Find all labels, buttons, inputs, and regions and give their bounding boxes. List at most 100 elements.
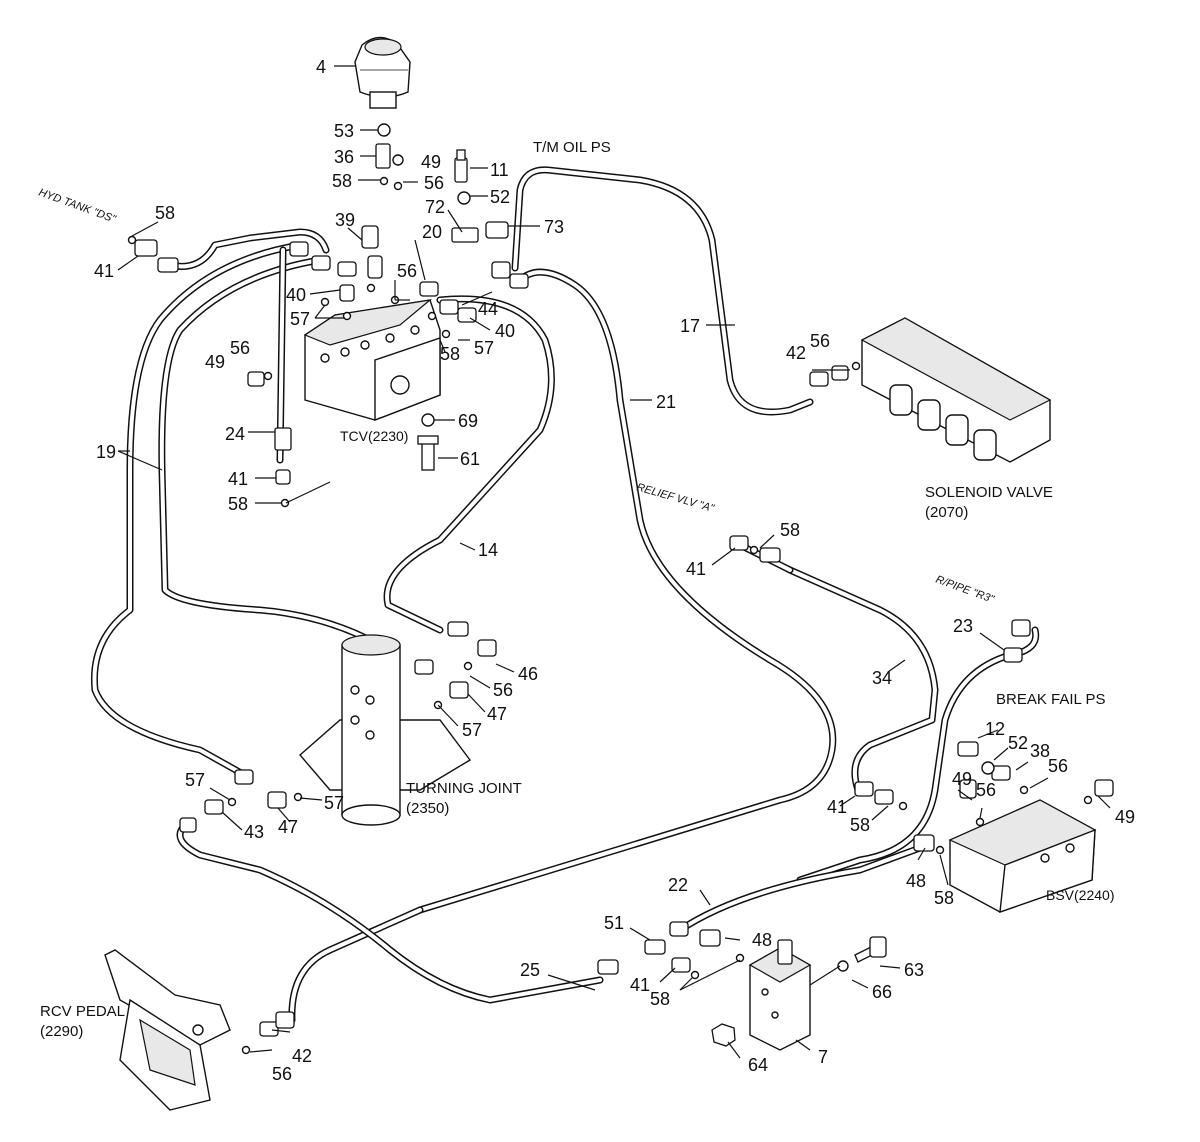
callout-19: 19 <box>96 442 116 462</box>
solenoid-valve-code: (2070) <box>925 504 968 521</box>
r-pipe-label: R/PIPE "R3" <box>934 574 996 607</box>
callout-39: 39 <box>335 210 355 230</box>
callout-43: 43 <box>244 822 264 842</box>
bsv-block <box>948 799 1097 914</box>
fittings <box>127 123 1114 1055</box>
fitting-36 <box>375 143 391 169</box>
callout-53: 53 <box>334 121 354 141</box>
callout-58: 58 <box>332 171 352 191</box>
fitting-11 <box>454 149 468 183</box>
callout-12: 12 <box>985 719 1005 739</box>
callout-34: 34 <box>872 668 892 688</box>
callout-23: 23 <box>953 616 973 636</box>
component-labels: T/M OIL PS TCV(2230) SOLENOID VALVE (207… <box>40 139 1114 1040</box>
callout-56: 56 <box>230 338 250 358</box>
hose-23 <box>796 626 1040 884</box>
callout-48: 48 <box>752 930 772 950</box>
nut-64 <box>711 1023 736 1047</box>
callout-14: 14 <box>478 540 498 560</box>
callout-41: 41 <box>686 559 706 579</box>
callout-56: 56 <box>1048 756 1068 776</box>
callout-52: 52 <box>1008 733 1028 753</box>
callout-56: 56 <box>810 331 830 351</box>
hoses <box>90 166 1040 1024</box>
callout-57: 57 <box>290 309 310 329</box>
callout-44: 44 <box>478 299 498 319</box>
callout-57: 57 <box>462 720 482 740</box>
callout-64: 64 <box>748 1055 768 1075</box>
callout-25: 25 <box>520 960 540 980</box>
callout-73: 73 <box>544 217 564 237</box>
hose-25 <box>288 906 424 1024</box>
solenoid-valve-block <box>860 317 1052 463</box>
hose-19-inner <box>158 256 374 644</box>
callout-58: 58 <box>155 203 175 223</box>
callout-4: 4 <box>316 57 326 77</box>
callout-57: 57 <box>474 338 494 358</box>
fitting-72 <box>451 227 479 243</box>
callout-numbers: 4 53 36 49 58 56 11 52 72 73 58 41 39 20… <box>94 57 1135 1084</box>
callout-48: 48 <box>906 871 926 891</box>
callout-56: 56 <box>976 780 996 800</box>
callout-46: 46 <box>518 664 538 684</box>
hose-34 <box>786 566 939 794</box>
hyd-tank-label: HYD TANK "DS" <box>37 187 118 226</box>
callout-66: 66 <box>872 982 892 1002</box>
callout-72: 72 <box>425 197 445 217</box>
callout-56: 56 <box>424 173 444 193</box>
callout-58: 58 <box>850 815 870 835</box>
callout-57: 57 <box>324 793 344 813</box>
callout-42: 42 <box>786 343 806 363</box>
callout-61: 61 <box>460 449 480 469</box>
bolt-61 <box>417 435 439 471</box>
callout-20: 20 <box>422 222 442 242</box>
hose-21 <box>416 268 837 914</box>
callout-22: 22 <box>668 875 688 895</box>
callout-7: 7 <box>818 1047 828 1067</box>
callout-52: 52 <box>490 187 510 207</box>
turning-joint-body <box>299 634 472 826</box>
callout-49: 49 <box>205 352 225 372</box>
relief-valve-label: RELIEF VLV "A" <box>635 481 716 515</box>
tcv-block <box>303 299 441 422</box>
callout-38: 38 <box>1030 741 1050 761</box>
leader-lines <box>117 65 1111 1059</box>
callout-49: 49 <box>1115 807 1135 827</box>
fitting-73 <box>485 221 509 239</box>
callout-63: 63 <box>904 960 924 980</box>
callout-40: 40 <box>495 321 515 341</box>
tcv-label: TCV(2230) <box>340 428 408 444</box>
filter-element-4 <box>354 36 411 109</box>
callout-47: 47 <box>278 817 298 837</box>
callout-49: 49 <box>421 152 441 172</box>
callout-56: 56 <box>493 680 513 700</box>
callout-58: 58 <box>650 989 670 1009</box>
callout-24: 24 <box>225 424 245 444</box>
hose-43 <box>176 821 604 1004</box>
solenoid-valve-label: SOLENOID VALVE <box>925 484 1053 501</box>
callout-40: 40 <box>286 285 306 305</box>
hose-14 <box>383 295 555 634</box>
bolt-63 <box>854 936 887 963</box>
rcv-pedal-code: (2290) <box>40 1023 83 1040</box>
callout-41: 41 <box>228 469 248 489</box>
callout-51: 51 <box>604 913 624 933</box>
hose-24 <box>276 246 287 464</box>
hose-17 <box>511 166 814 416</box>
callout-41: 41 <box>94 261 114 281</box>
callout-49: 49 <box>952 769 972 789</box>
callout-11: 11 <box>490 160 509 180</box>
callout-56: 56 <box>397 261 417 281</box>
callout-36: 36 <box>334 147 354 167</box>
turning-joint-label: TURNING JOINT <box>406 780 522 797</box>
callout-42: 42 <box>292 1046 312 1066</box>
break-fail-ps-label: BREAK FAIL PS <box>996 691 1106 708</box>
hose-22 <box>676 844 924 934</box>
rcv-pedal-body <box>104 949 231 1111</box>
callout-57: 57 <box>185 770 205 790</box>
hose-tank <box>166 228 330 270</box>
valve-block-7 <box>748 939 812 1051</box>
callout-58: 58 <box>934 888 954 908</box>
callout-58: 58 <box>228 494 248 514</box>
